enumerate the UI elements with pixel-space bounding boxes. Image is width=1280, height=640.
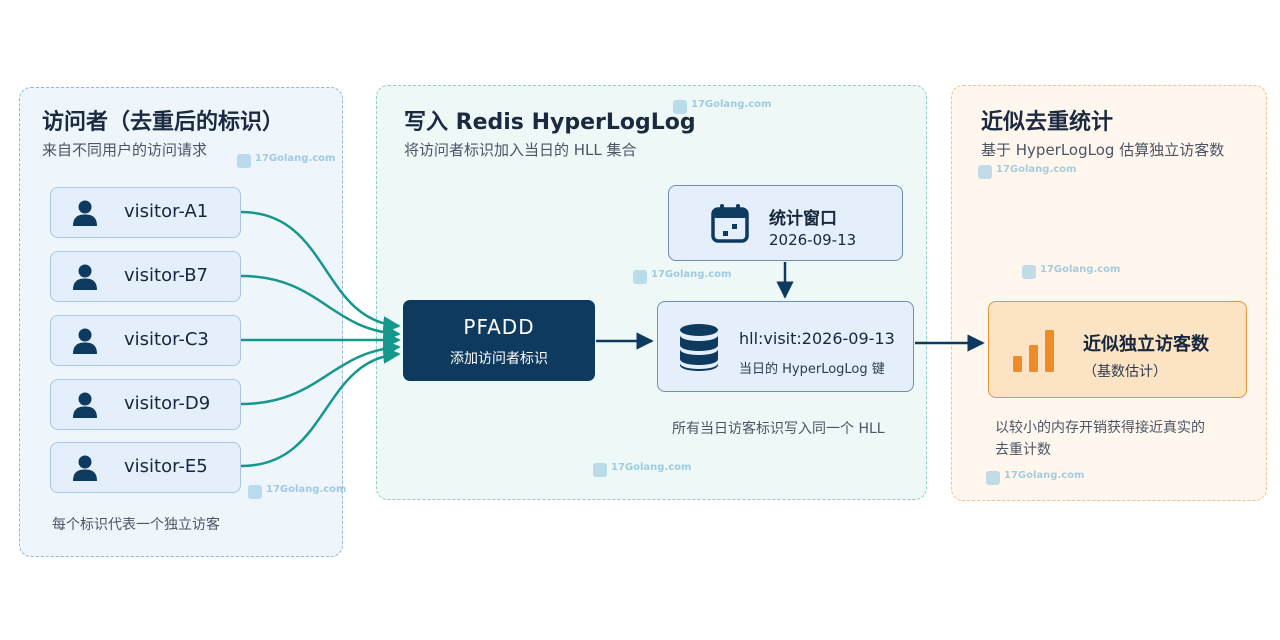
visitor-box: visitor-E5 [50, 442, 241, 493]
watermark-logo-icon [978, 165, 992, 179]
result-panel-subtitle: 基于 HyperLogLog 估算独立访客数 [981, 141, 1225, 159]
watermark-logo-icon [248, 485, 262, 499]
bar-chart-icon [1013, 330, 1054, 372]
result-note-line1: 以较小的内存开销获得接近真实的 [995, 420, 1205, 436]
result-title: 近似独立访客数 [1083, 334, 1209, 355]
stat-window-date: 2026-09-13 [769, 231, 857, 249]
result-node: 近似独立访客数 （基数估计） [988, 301, 1247, 398]
stat-window-node: 统计窗口 2026-09-13 [668, 185, 903, 261]
visitor-label: visitor-E5 [124, 456, 208, 477]
visitor-box: visitor-C3 [50, 315, 241, 366]
result-note-line2: 去重计数 [995, 442, 1051, 458]
watermark-text: 17Golang.com [651, 269, 732, 280]
visitor-label: visitor-C3 [124, 329, 209, 350]
connector-visitor-e5 [240, 346, 401, 468]
watermark-text: 17Golang.com [255, 153, 336, 164]
connector-visitor-d9 [240, 339, 401, 406]
watermark-logo-icon [593, 463, 607, 477]
watermark-text: 17Golang.com [1040, 264, 1121, 275]
watermark-text: 17Golang.com [691, 99, 772, 110]
hll-key: hll:visit:2026-09-13 [739, 329, 895, 348]
visitor-box: visitor-A1 [50, 187, 241, 238]
watermark-text: 17Golang.com [1004, 470, 1085, 481]
visitor-label: visitor-A1 [124, 201, 209, 222]
connector-visitor-b7 [240, 274, 401, 342]
connector-visitor-a1 [240, 210, 401, 334]
stat-window-title: 统计窗口 [769, 209, 837, 229]
pfadd-command: PFADD [463, 315, 535, 339]
write-panel [376, 85, 927, 500]
watermark-text: 17Golang.com [266, 484, 347, 495]
user-icon [73, 455, 97, 481]
visitor-label: visitor-B7 [124, 265, 209, 286]
hll-key-label: 当日的 HyperLogLog 键 [739, 362, 885, 377]
hll-key-node: hll:visit:2026-09-13 当日的 HyperLogLog 键 [657, 301, 914, 392]
user-icon [73, 264, 97, 290]
write-panel-subtitle: 将访问者标识加入当日的 HLL 集合 [404, 141, 637, 159]
user-icon [73, 328, 97, 354]
visitors-panel-subtitle: 来自不同用户的访问请求 [42, 141, 208, 159]
pfadd-node: PFADD 添加访问者标识 [403, 300, 595, 381]
user-icon [73, 392, 97, 418]
watermark-text: 17Golang.com [611, 462, 692, 473]
write-note: 所有当日访客标识写入同一个 HLL [672, 421, 885, 437]
watermark-logo-icon [986, 471, 1000, 485]
visitors-note: 每个标识代表一个独立访客 [52, 517, 220, 533]
visitors-panel-title: 访问者（去重后的标识） [42, 110, 285, 135]
visitor-label: visitor-D9 [124, 393, 211, 414]
watermark-logo-icon [237, 154, 251, 168]
pfadd-label: 添加访问者标识 [450, 351, 548, 367]
calendar-icon [711, 204, 749, 243]
result-panel-title: 近似去重统计 [981, 110, 1114, 135]
result-label: （基数估计） [1083, 364, 1167, 380]
result-panel [951, 85, 1267, 501]
watermark-logo-icon [1022, 265, 1036, 279]
write-panel-title: 写入 Redis HyperLogLog [404, 110, 696, 135]
watermark-logo-icon [633, 270, 647, 284]
watermark-text: 17Golang.com [996, 164, 1077, 175]
visitor-box: visitor-B7 [50, 251, 241, 302]
visitor-box: visitor-D9 [50, 379, 241, 430]
database-icon [680, 324, 718, 371]
user-icon [73, 200, 97, 226]
watermark-logo-icon [673, 100, 687, 114]
